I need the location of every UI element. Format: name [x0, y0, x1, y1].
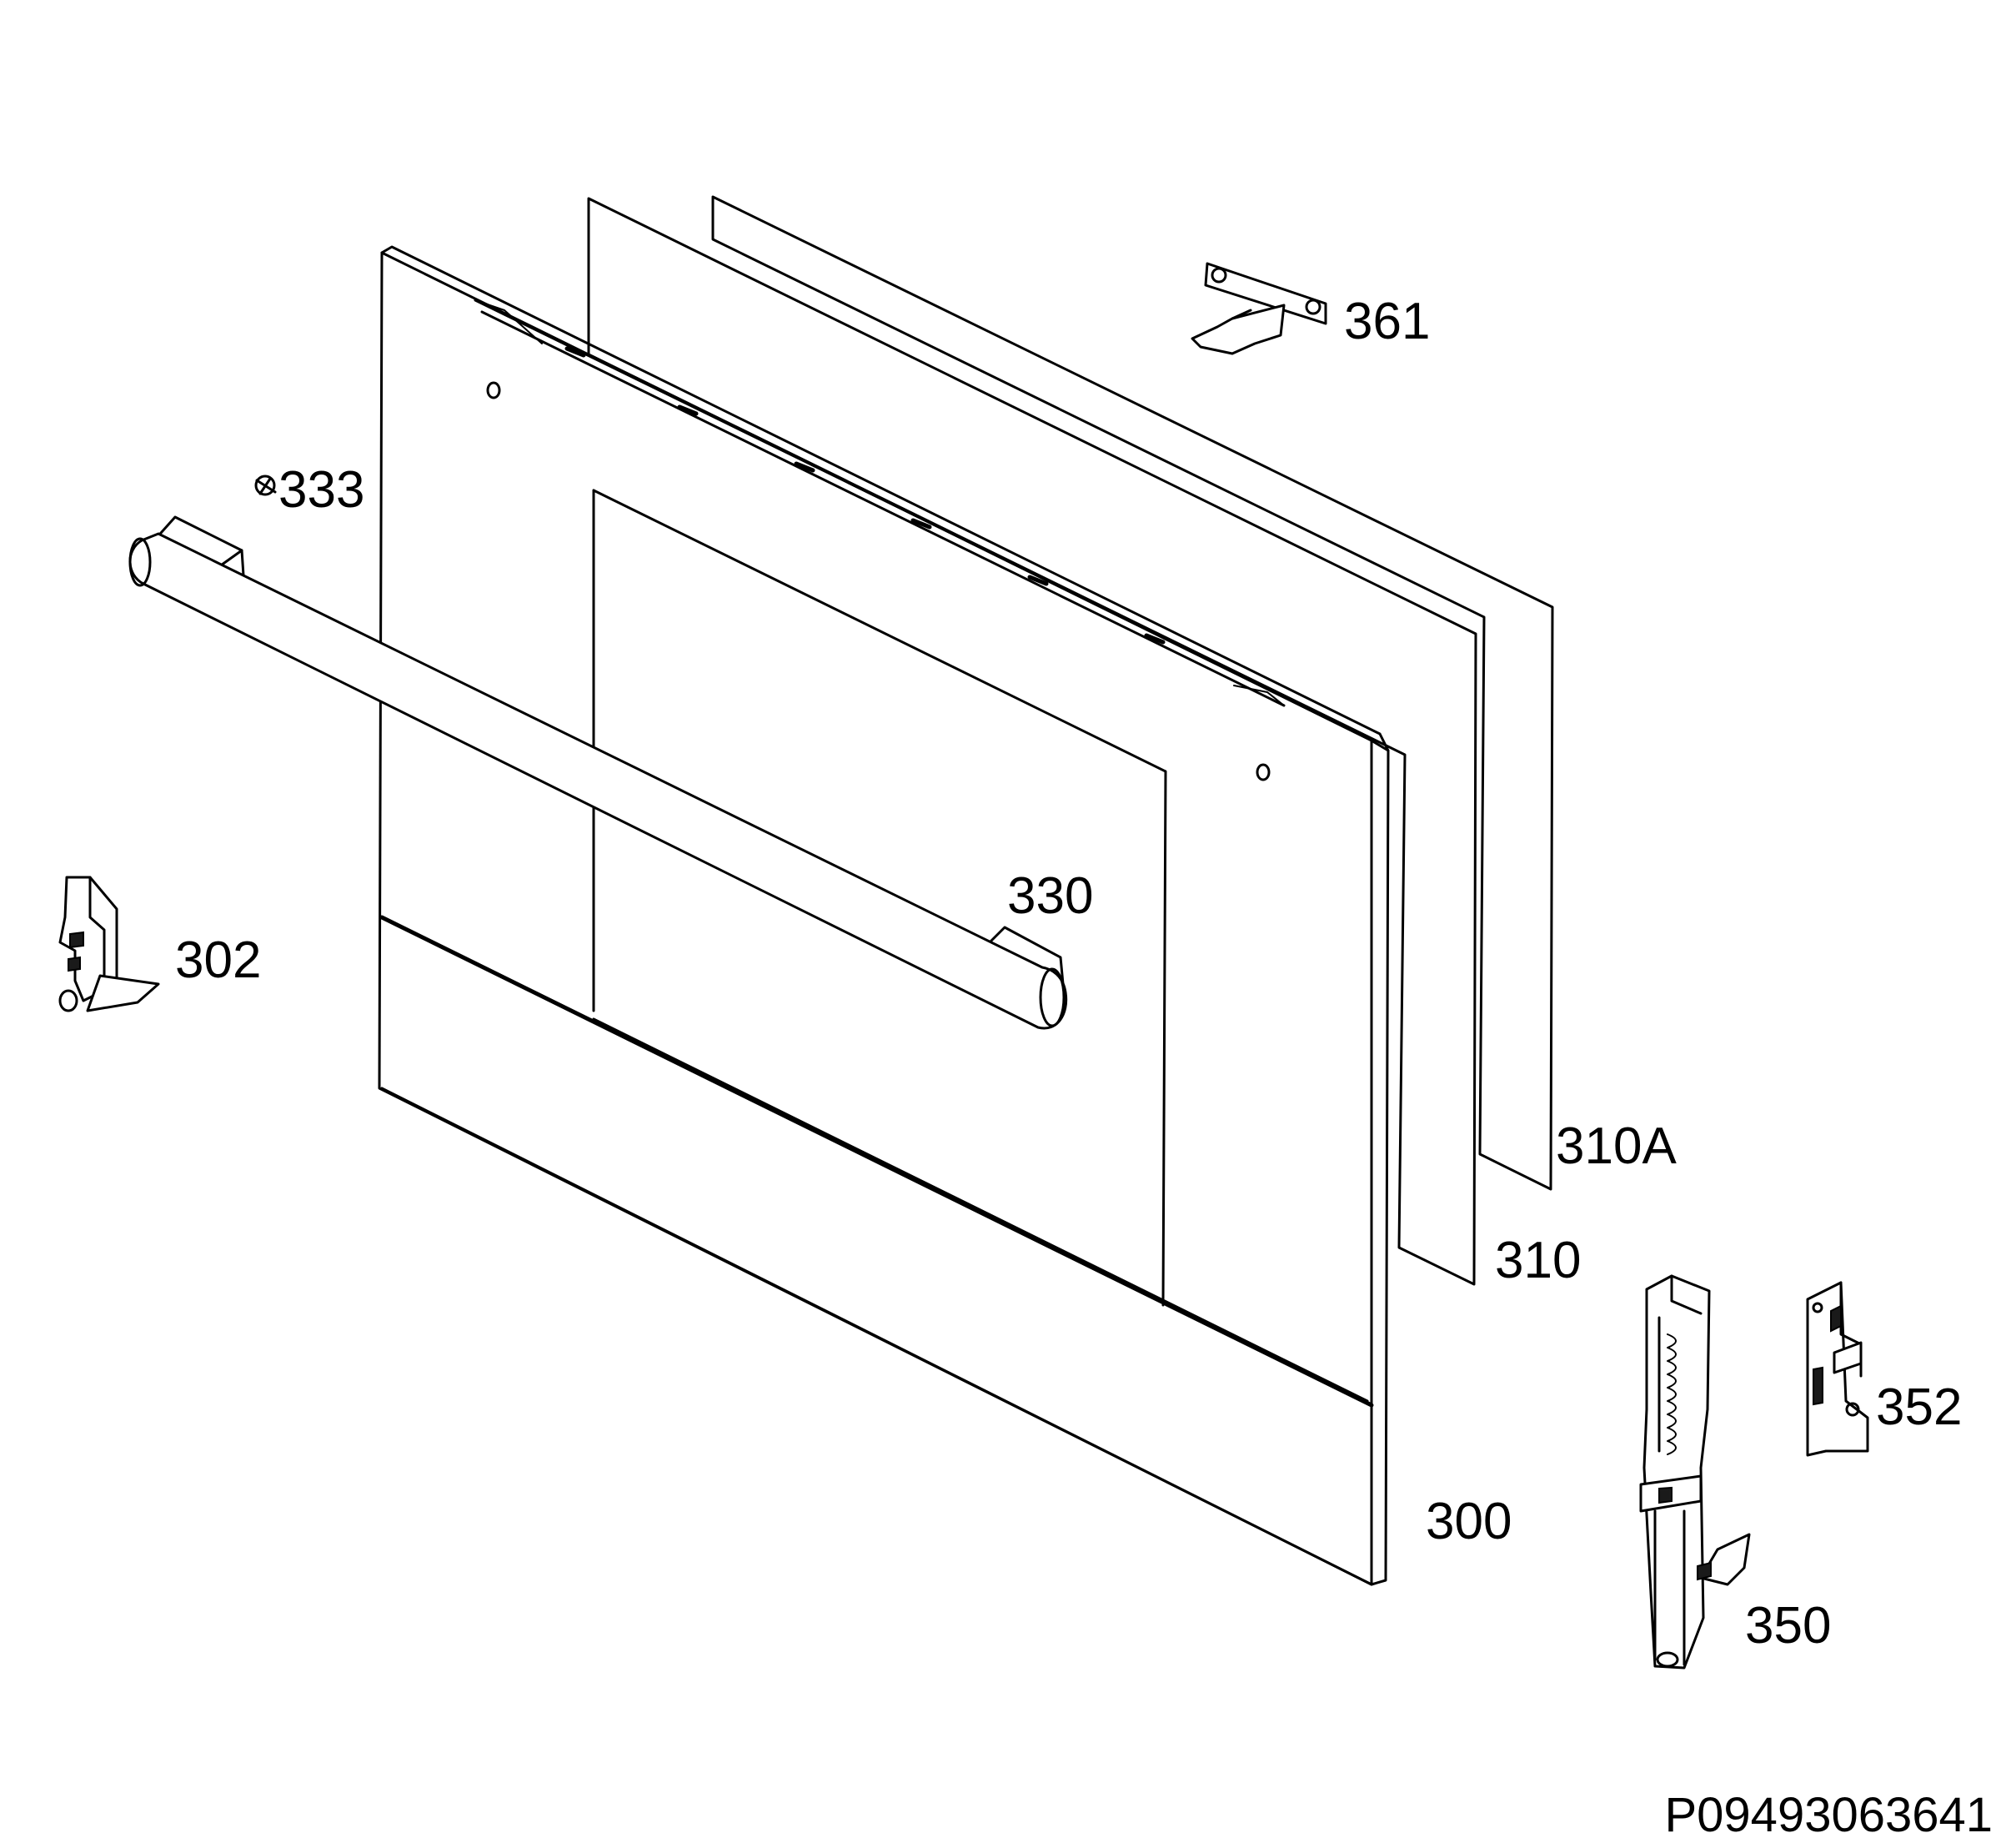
label-330: 330 [1007, 867, 1093, 925]
label-302: 302 [175, 932, 261, 989]
label-352: 352 [1876, 1378, 1962, 1436]
label-310: 310 [1495, 1232, 1581, 1289]
hinge-350 [1639, 1274, 1751, 1670]
bracket-361 [1191, 262, 1327, 355]
hinge-receiver-352 [1806, 1281, 1869, 1457]
label-350: 350 [1745, 1597, 1831, 1655]
door-handle-330 [128, 515, 1068, 1030]
label-310a: 310A [1556, 1117, 1677, 1175]
glass-panel-310a [711, 195, 1554, 1191]
label-333: 333 [278, 461, 364, 519]
label-300: 300 [1426, 1493, 1512, 1550]
label-361: 361 [1344, 293, 1430, 350]
screw-333 [254, 475, 277, 496]
document-code: P09493063641 [1664, 1788, 1993, 1842]
hinge-clip-302 [58, 876, 160, 1012]
